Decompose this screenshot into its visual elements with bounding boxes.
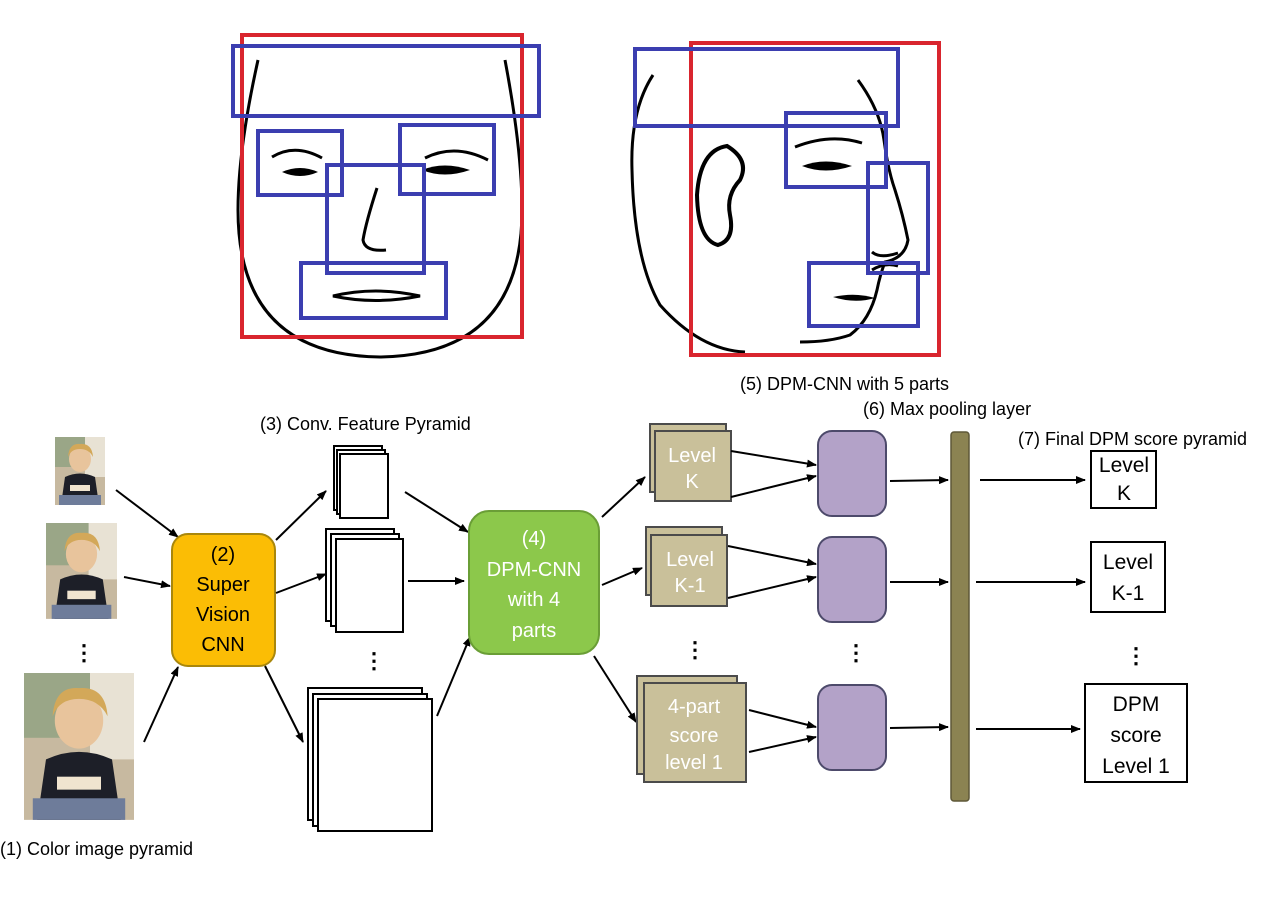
nose <box>361 187 387 252</box>
svg-text:Level: Level <box>1103 551 1153 574</box>
max-pooling-bar <box>950 431 970 802</box>
level-box-4-part-score: 4-part score level 1 <box>636 675 747 783</box>
output-level-k-1: Level K-1 <box>1090 541 1166 613</box>
arrow <box>436 636 471 717</box>
ellipsis-outputs: ⋮ <box>1125 643 1147 668</box>
profile-eyebrow <box>794 137 863 149</box>
arrow <box>889 723 949 732</box>
arrow <box>275 490 327 541</box>
svg-text:K: K <box>1117 482 1131 505</box>
svg-text:DPM-CNN: DPM-CNN <box>487 559 581 581</box>
svg-text:(2): (2) <box>211 544 235 566</box>
level-box-k-1: Level K-1 <box>645 526 728 607</box>
arrow <box>143 666 179 743</box>
arrow <box>730 474 817 498</box>
output-level-k: Level K <box>1090 450 1157 509</box>
profile-face-sketch <box>630 41 941 357</box>
label-final: (7) Final DPM score pyramid <box>1018 429 1247 449</box>
svg-text:K-1: K-1 <box>674 575 705 597</box>
arrow <box>727 545 817 567</box>
svg-text:score: score <box>670 725 719 747</box>
label-maxpool: (6) Max pooling layer <box>863 399 1031 419</box>
dpm5-node-k-1 <box>817 536 887 623</box>
profile-eye <box>802 161 852 171</box>
svg-text:Super: Super <box>196 574 250 596</box>
svg-text:K: K <box>685 471 699 493</box>
arrow <box>889 476 949 485</box>
arrow <box>727 575 817 599</box>
feature-map-small <box>339 453 389 519</box>
arrow <box>748 709 817 729</box>
ellipsis-levels: ⋮ <box>684 637 706 662</box>
person-photo-small <box>55 437 105 505</box>
part-box-nose <box>325 163 426 275</box>
svg-text:4-part: 4-part <box>668 696 721 718</box>
arrow <box>748 735 817 753</box>
arrow <box>404 491 469 533</box>
mouth <box>332 289 421 302</box>
svg-text:level 1: level 1 <box>665 752 723 774</box>
svg-text:with 4: with 4 <box>507 589 560 611</box>
feature-map-large <box>317 698 433 832</box>
output-dpm-score-level-1: DPM score Level 1 <box>1084 683 1188 783</box>
part-box-eye <box>784 111 888 189</box>
arrow <box>593 655 637 723</box>
label-dpm5: (5) DPM-CNN with 5 parts <box>740 374 949 394</box>
arrow <box>275 573 327 594</box>
left-eyebrow <box>271 148 323 160</box>
part-box-mouth <box>299 261 448 320</box>
svg-text:(4): (4) <box>522 528 546 550</box>
part-box-right-eye <box>398 123 496 196</box>
face-root-box <box>240 33 524 339</box>
conv-feature-pyramid: (3) Conv. Feature Pyramid ⋮ <box>260 414 471 832</box>
label-color-pyramid: (1) Color image pyramid <box>0 839 193 859</box>
arrow <box>264 665 304 743</box>
dpm5-node-1 <box>817 684 887 771</box>
dpm5-node-k <box>817 430 887 517</box>
svg-text:Level: Level <box>1099 454 1149 477</box>
arrow <box>601 567 643 586</box>
right-eyebrow <box>424 149 489 162</box>
right-eye <box>422 165 470 175</box>
part-box-forehead <box>633 47 900 128</box>
arrow <box>123 576 171 589</box>
arrow <box>115 489 179 538</box>
arrow <box>601 476 646 518</box>
person-photo-medium <box>46 523 117 619</box>
ear <box>694 143 745 248</box>
ellipsis-nodes: ⋮ <box>845 640 867 665</box>
face-root-box <box>689 41 941 357</box>
person-photo-large <box>24 673 134 820</box>
svg-text:Vision: Vision <box>196 604 250 626</box>
svg-text:parts: parts <box>512 620 556 642</box>
ellipsis-images: ⋮ <box>73 640 95 665</box>
arrow <box>730 450 817 468</box>
part-box-forehead <box>231 44 541 118</box>
svg-text:CNN: CNN <box>201 634 244 656</box>
color-image-pyramid: ⋮ (1) Color image pyramid <box>0 437 193 859</box>
svg-text:K-1: K-1 <box>1112 582 1145 605</box>
dpm-cnn-4-parts-block: (4) DPM-CNN with 4 parts <box>468 510 600 655</box>
supervision-cnn-block: (2) Super Vision CNN <box>171 533 276 667</box>
svg-text:score: score <box>1110 724 1161 747</box>
part-box-nose <box>866 161 930 275</box>
svg-text:DPM: DPM <box>1113 693 1160 716</box>
left-eye <box>282 168 318 176</box>
svg-text:Level: Level <box>668 445 716 467</box>
profile-mouth <box>833 294 875 301</box>
frontal-face-sketch <box>231 33 541 359</box>
level-box-k: Level K <box>649 423 732 502</box>
ellipsis-features: ⋮ <box>363 648 385 673</box>
part-box-mouth <box>807 261 920 328</box>
feature-map-medium <box>335 538 404 633</box>
svg-text:Level: Level <box>666 549 714 571</box>
svg-text:Level 1: Level 1 <box>1102 755 1170 778</box>
label-conv-pyramid: (3) Conv. Feature Pyramid <box>260 414 471 434</box>
